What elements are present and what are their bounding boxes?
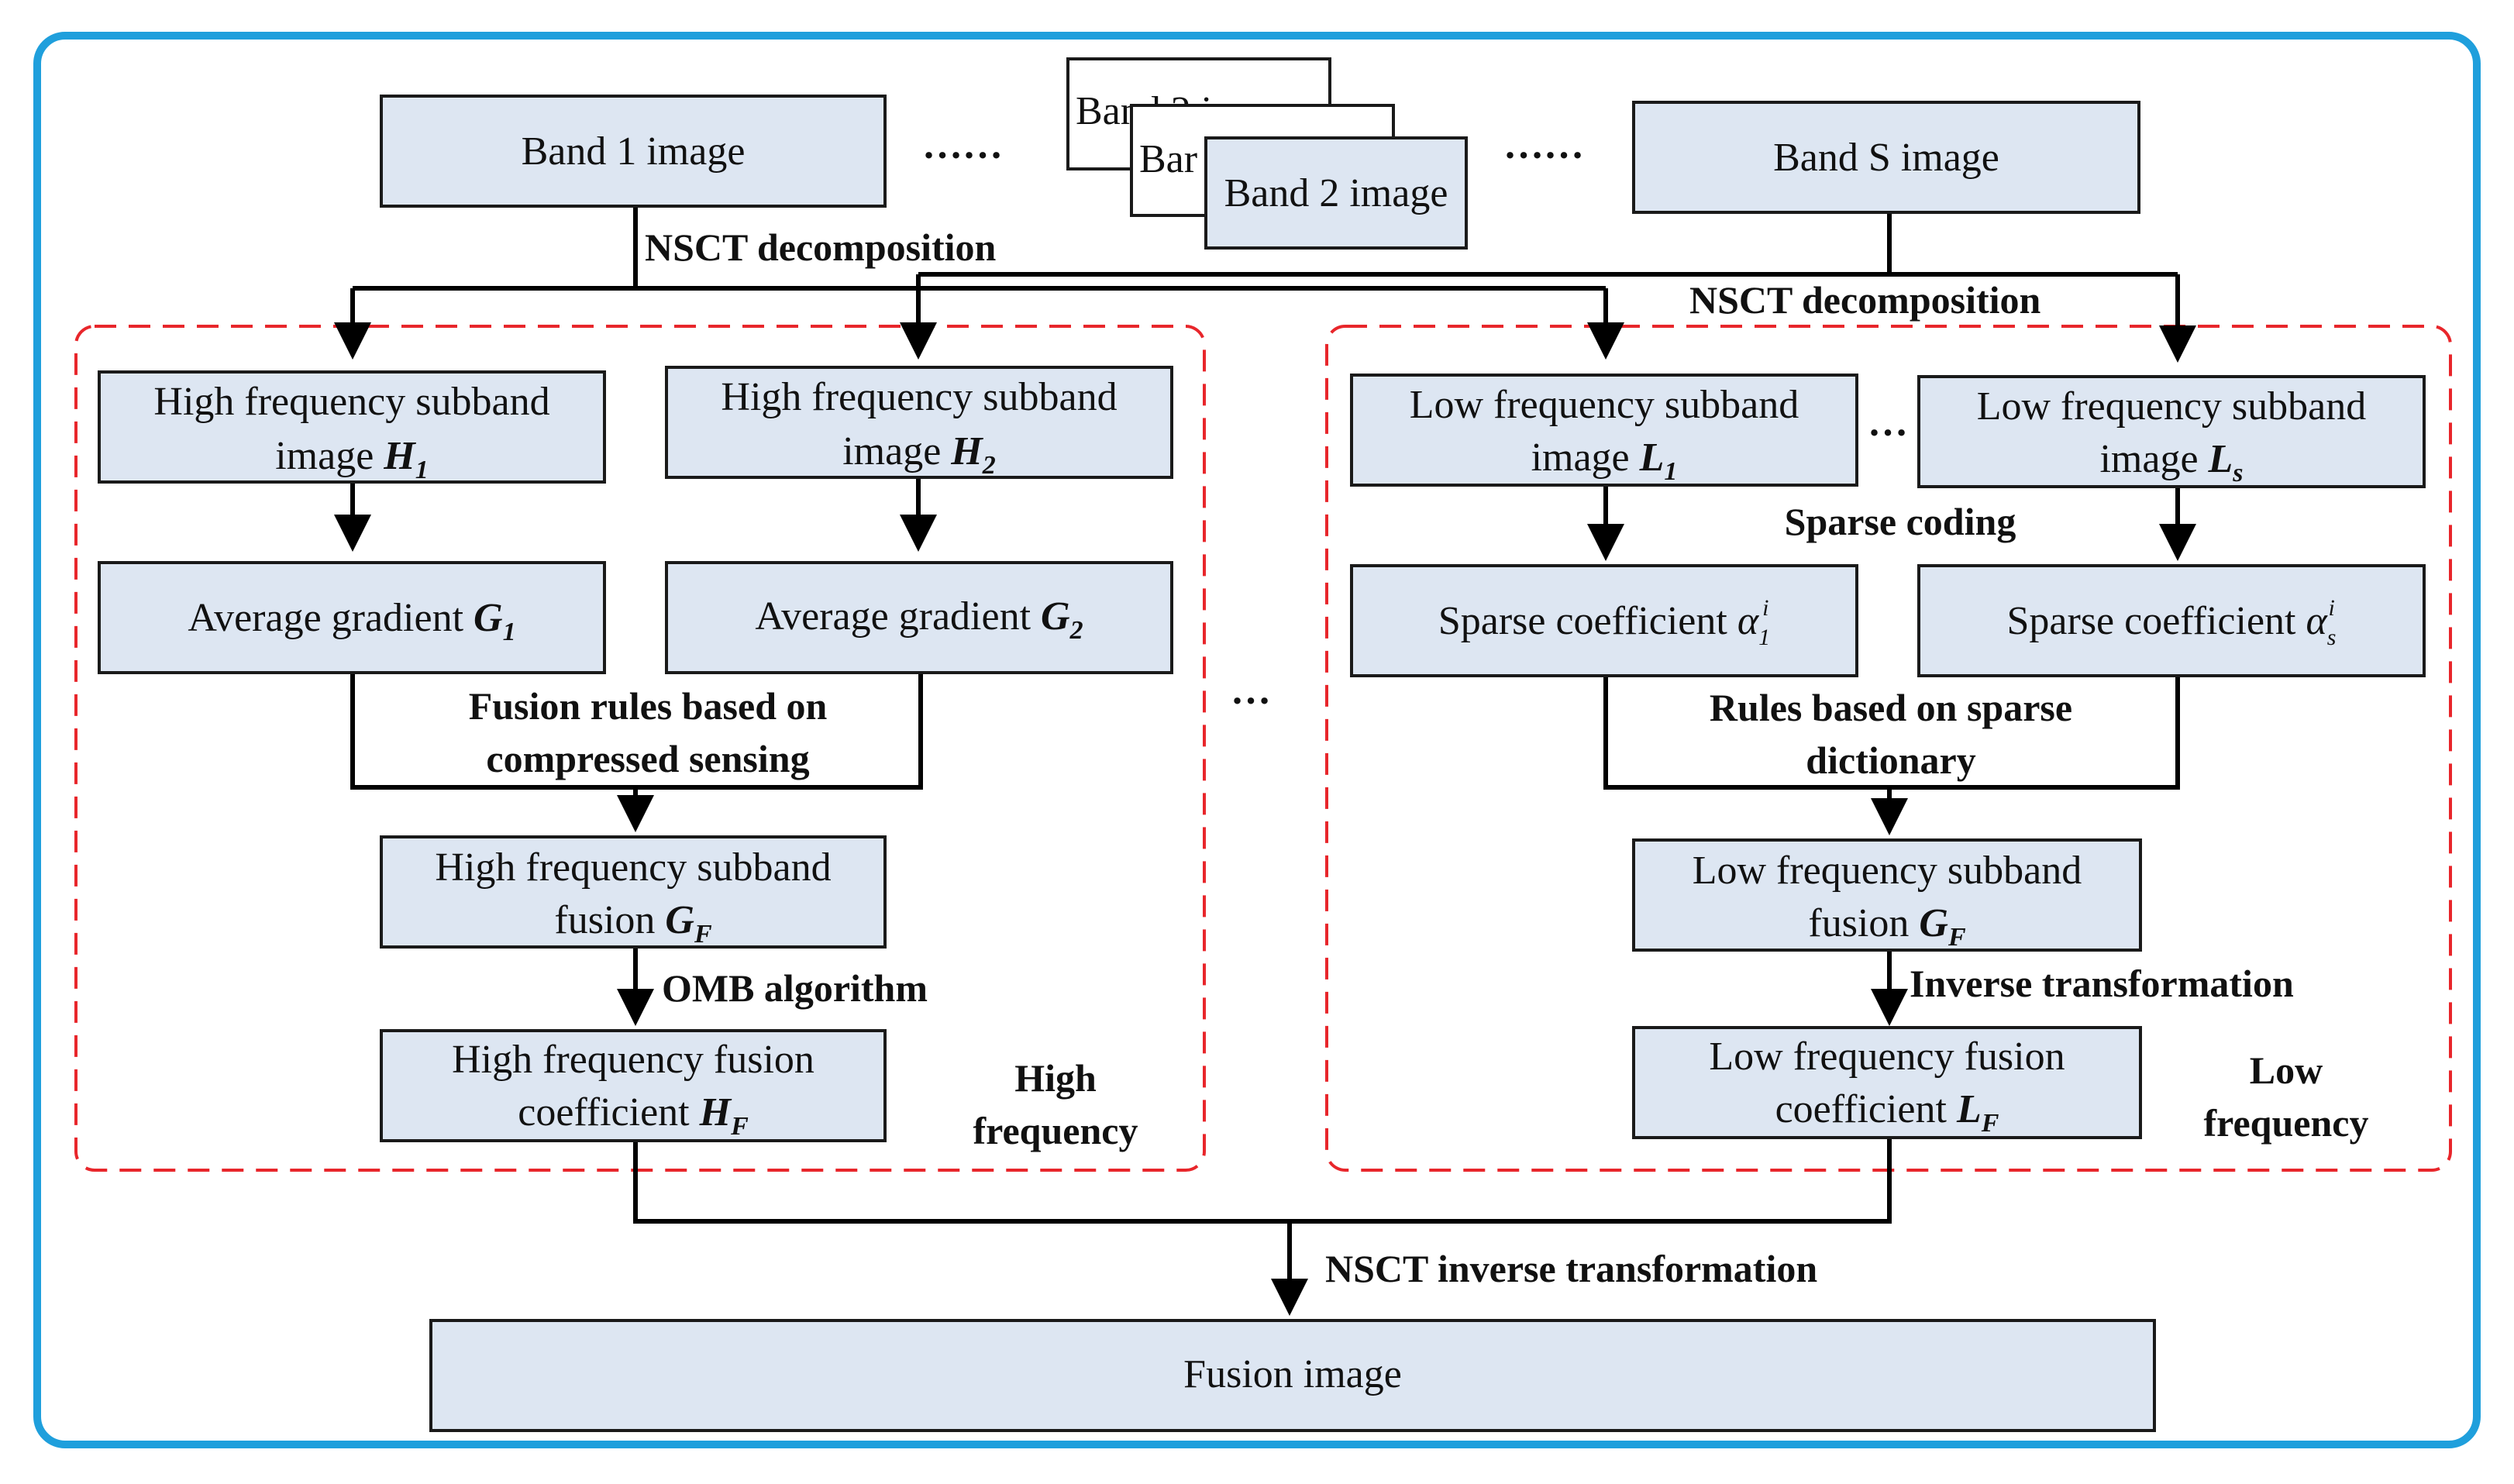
high-subband-h2-box (665, 366, 1173, 479)
bandS-box (1632, 101, 2140, 214)
nsct-decomposition-label-2: NSCT decomposition (1689, 278, 2041, 322)
high-fusion-coef-box (380, 1029, 887, 1142)
omb-algorithm-label: OMB algorithm (662, 966, 928, 1010)
ellipsis-right: …… (1503, 123, 1584, 167)
high-subband-h2-line2: image H2 (842, 429, 996, 480)
high-fusion-coef-line1: High frequency fusion (452, 1038, 814, 1082)
low-subband-fusion-line1: Low frequency subband (1693, 849, 2082, 893)
low-fusion-coef-line1: Low frequency fusion (1709, 1035, 2065, 1079)
low-subband-ls-box (1917, 375, 2426, 488)
low-rule-line2: dictionary (1806, 739, 1975, 782)
high-subband-fusion-line1: High frequency subband (435, 845, 831, 890)
high-fusion-rule-line1: Fusion rules based on (469, 684, 828, 728)
final-merge-line (633, 1139, 1892, 1224)
band1-box (380, 95, 887, 208)
low-subband-ls-line1: Low frequency subband (1977, 384, 2367, 429)
sparse-coef-a1-label: Sparse coefficient α1i (1438, 595, 1770, 650)
low-subband-fusion-line2: fusion GF (1808, 901, 1966, 952)
low-subband-ls-line2: image Ls (2099, 437, 2243, 487)
bandS-label: Band S image (1773, 136, 1999, 180)
high-region-label-line1: High (1014, 1056, 1097, 1100)
high-subband-h1-box (98, 370, 606, 484)
low-subband-l1-line1: Low frequency subband (1410, 383, 1799, 427)
band2-box (1204, 136, 1468, 250)
low-fusion-coef-box (1632, 1026, 2142, 1139)
avg-gradient-g2-box (665, 561, 1173, 674)
band2-label: Band 2 image (1224, 171, 1448, 215)
low-subband-l1-line2: image L1 (1531, 436, 1678, 486)
nsct-inverse-label: NSCT inverse transformation (1325, 1247, 1817, 1290)
sparse-coef-a1-box (1350, 564, 1858, 677)
nsct-decomposition-label-1: NSCT decomposition (645, 226, 997, 269)
low-region-label-line1: Low (2250, 1048, 2323, 1092)
high-frequency-region (74, 325, 1206, 1172)
low-subband-fusion-box (1632, 838, 2142, 952)
low-region-label-line2: frequency (2204, 1101, 2369, 1145)
ellipsis-between-low-boxes: … (1868, 401, 1908, 445)
low-subband-l1-box (1350, 374, 1858, 487)
high-fusion-rule-line2: compressed sensing (486, 737, 809, 780)
high-region-label-line2: frequency (973, 1109, 1138, 1152)
sparse-coef-as-label: Sparse coefficient αsi (2007, 595, 2337, 650)
band2-stack-mid-label: Bar (1139, 137, 1197, 181)
ellipsis-left: …… (922, 123, 1003, 167)
high-subband-h1-line1: High frequency subband (153, 380, 549, 424)
high-subband-fusion-line2: fusion GF (554, 898, 712, 949)
fusion-image-box (429, 1319, 2156, 1432)
high-subband-h1-line2: image H1 (275, 434, 429, 484)
high-fusion-coef-line2: coefficient HF (518, 1090, 749, 1141)
fusion-image-label: Fusion image (1183, 1352, 1402, 1396)
avg-gradient-g1-label: Average gradient G1 (188, 596, 515, 646)
high-subband-h2-line1: High frequency subband (721, 375, 1117, 419)
band1-label: Band 1 image (522, 129, 746, 174)
avg-gradient-g1-box (98, 561, 606, 674)
low-rule-line1: Rules based on sparse (1710, 686, 2072, 729)
sparse-coding-label: Sparse coding (1785, 500, 2016, 543)
high-subband-fusion-box (380, 835, 887, 949)
inverse-transformation-label: Inverse transformation (1910, 962, 2294, 1005)
avg-gradient-g2-label: Average gradient G2 (755, 594, 1083, 645)
ellipsis-between-regions: … (1231, 669, 1271, 713)
low-fusion-coef-line2: coefficient LF (1775, 1087, 1999, 1138)
sparse-coef-as-box (1917, 564, 2426, 677)
